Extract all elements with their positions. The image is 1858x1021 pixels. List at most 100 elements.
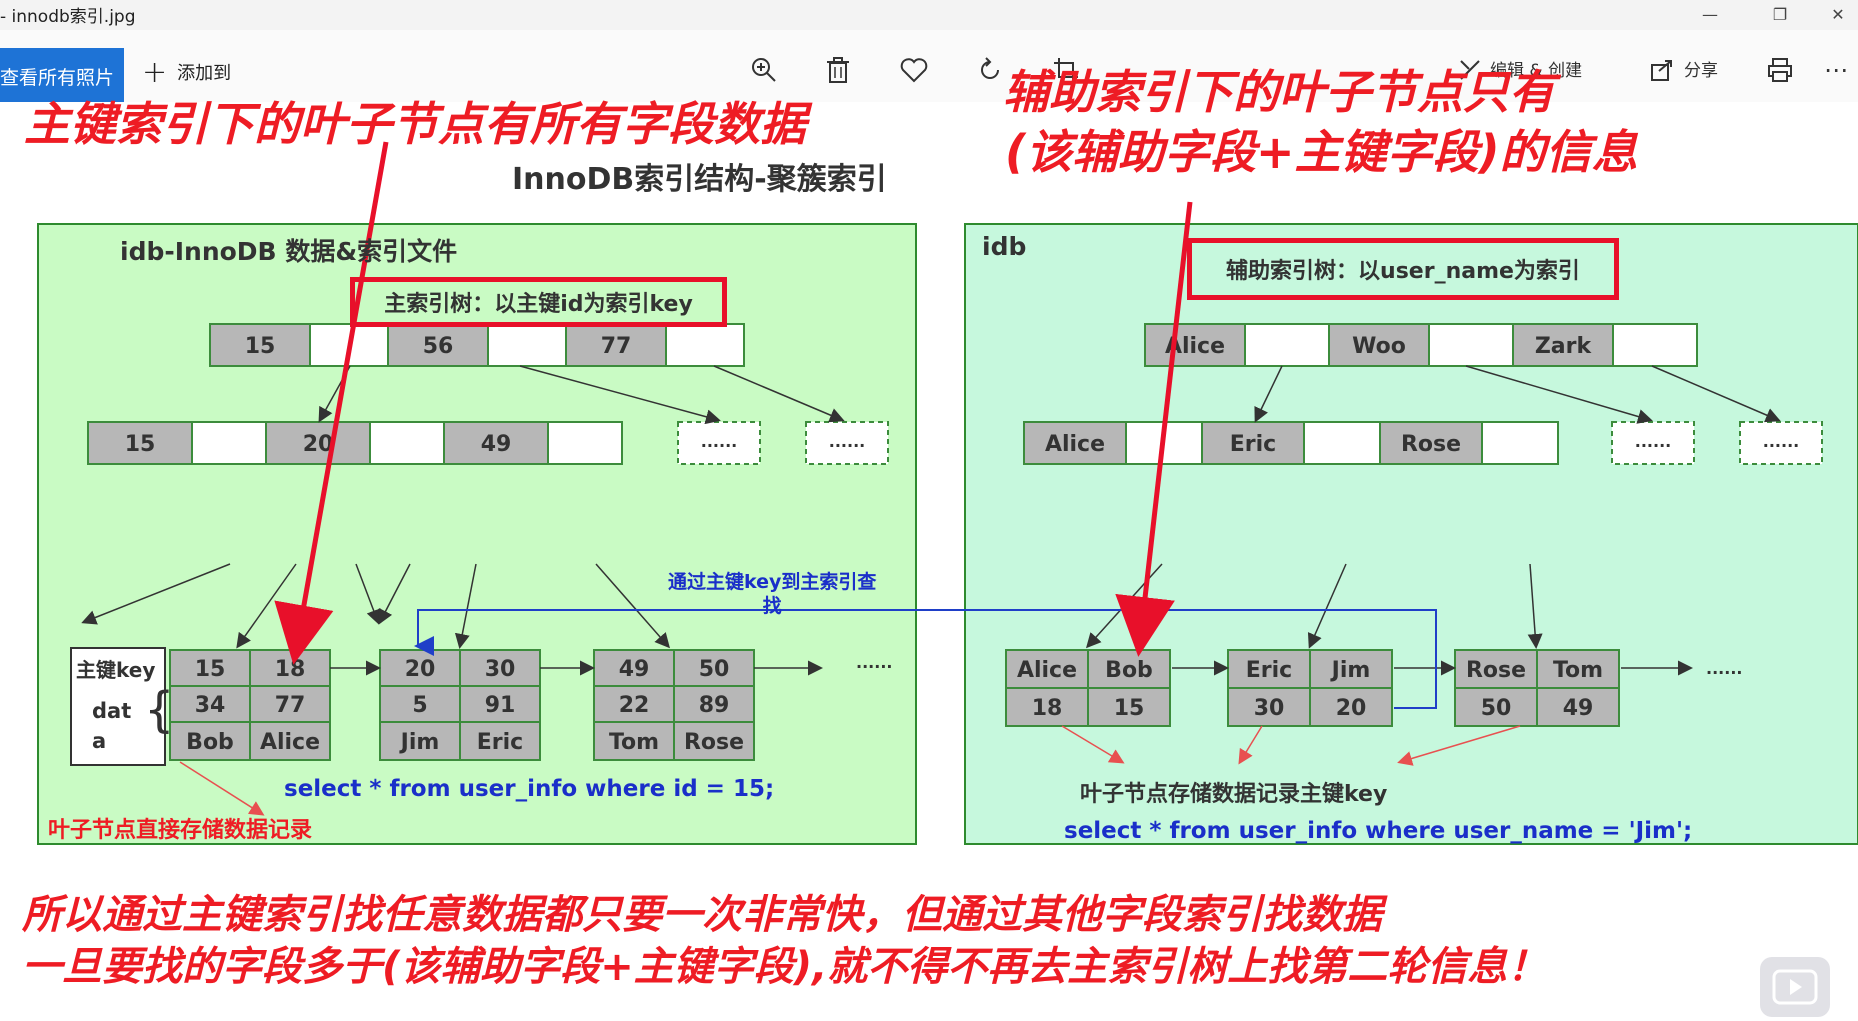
left-leaf-1-c1-1-text: 91 — [485, 693, 516, 718]
left-leaf-2-c1-1 — [673, 685, 755, 723]
right-leaf-1-id-0 — [1227, 687, 1311, 727]
delete-icon[interactable] — [820, 52, 856, 88]
annotation-top-right-1: 辅助索引下的叶子节点只有 — [1003, 65, 1555, 119]
right-note-arrow-1 — [1061, 725, 1125, 764]
left-leaf-2-id-0-text: 49 — [619, 657, 650, 682]
maximize-icon[interactable]: ❐ — [1772, 4, 1788, 24]
left-mid-key-2-text: 49 — [481, 432, 512, 457]
left-root-key-2-text: 77 — [601, 334, 632, 359]
left-mid-key-1-text: 20 — [303, 432, 334, 457]
right-leaf-2-id-0-text: 50 — [1481, 696, 1512, 721]
rotate-icon[interactable] — [972, 52, 1008, 88]
view-all-photos-button[interactable]: 查看所有照片 — [0, 48, 124, 104]
right-root-arrow-3 — [1651, 365, 1781, 423]
left-leaf-1-c1-1 — [459, 685, 541, 723]
plus-icon: + — [142, 54, 168, 90]
left-note-arrow — [179, 761, 265, 816]
edit-icon[interactable] — [1452, 52, 1488, 88]
right-root-key-2 — [1512, 323, 1614, 367]
right-leaf-1-name-0-text: Eric — [1246, 658, 1292, 683]
left-root-ptr-1 — [487, 323, 567, 367]
left-mid-arrow-4 — [378, 563, 411, 625]
right-leaf-0-name-0-text: Alice — [1017, 658, 1077, 683]
right-leaf-2-id-0 — [1454, 687, 1538, 727]
left-leaf-2-c1-0-text: 22 — [619, 693, 650, 718]
right-leaf-0-name-0 — [1005, 649, 1089, 689]
left-leaf-1-id-1-text: 30 — [485, 657, 516, 682]
left-leaf-2-c2-1 — [673, 721, 755, 761]
left-leaf-0-c2-0 — [169, 721, 251, 761]
zoom-in-icon[interactable] — [746, 52, 782, 88]
right-root-key-1-text: Woo — [1352, 334, 1406, 359]
right-leaf-2-name-0-text: Rose — [1466, 658, 1526, 683]
share-button[interactable]: 分享 — [1684, 61, 1718, 81]
share-icon[interactable] — [1644, 52, 1680, 88]
secondary-tree-label: 辅助索引树：以user_name为索引 — [1187, 238, 1619, 300]
left-mid-ellipsis-2-text: ...... — [829, 432, 865, 451]
left-leaf-0-id-0 — [169, 649, 251, 687]
crop-icon[interactable] — [1048, 52, 1084, 88]
annotation-top-right-2: (该辅助字段+主键字段)的信息 — [1005, 125, 1638, 179]
video-play-icon[interactable] — [1760, 957, 1830, 1017]
close-icon[interactable]: ✕ — [1831, 4, 1845, 24]
right-leaf-0-id-1-text: 15 — [1114, 696, 1145, 721]
leaf-header-box — [70, 647, 166, 766]
window-title: - innodb索引.jpg — [0, 7, 136, 27]
left-leaf-1-c1-0 — [379, 685, 461, 723]
right-note-arrow-3 — [1397, 725, 1521, 766]
right-root-key-0 — [1144, 323, 1246, 367]
right-mid-ptr-2 — [1481, 421, 1559, 465]
annotation-bottom-2: 一旦要找的字段多于(该辅助字段+主键字段),就不得不再去主索引树上找第二轮信息！ — [22, 944, 1548, 990]
right-root-key-2-text: Zark — [1535, 334, 1593, 359]
title-bar: - innodb索引.jpg — ❐ ✕ — [0, 0, 1858, 30]
left-mid-arrow-6 — [595, 563, 670, 649]
toolbar — [0, 30, 1858, 102]
right-leaf-ellipsis: ...... — [1706, 659, 1742, 678]
more-icon[interactable]: ⋯ — [1824, 56, 1848, 84]
left-mid-ptr-0 — [191, 421, 267, 465]
right-leaf-2-name-0 — [1454, 649, 1538, 689]
left-leaf-1-c1-0-text: 5 — [412, 693, 427, 718]
right-mid-arrow-3 — [1527, 563, 1543, 649]
primary-tree-label: 主索引树：以主键id为索引key — [350, 277, 727, 327]
right-mid-key-1-text: Eric — [1230, 432, 1276, 457]
left-leaf-0-c2-1-text: Alice — [260, 730, 320, 755]
right-root-ptr-2 — [1612, 323, 1698, 367]
left-mid-arrow-3 — [355, 563, 381, 625]
right-leaf-1-id-1-text: 20 — [1336, 696, 1367, 721]
right-mid-ellipsis-1 — [1611, 421, 1695, 465]
left-mid-ptr-2 — [547, 421, 623, 465]
left-leaf-0-id-0-text: 15 — [195, 657, 226, 682]
print-icon[interactable] — [1762, 52, 1798, 88]
right-leaf-2-name-1-text: Tom — [1553, 658, 1603, 683]
left-leaf-0-c1-1-text: 77 — [275, 693, 306, 718]
left-mid-key-0 — [87, 421, 193, 465]
left-leaf-2-c1-0 — [593, 685, 675, 723]
right-leaf-1-name-1-text: Jim — [1330, 658, 1371, 683]
left-leaf-2-id-1-text: 50 — [699, 657, 730, 682]
left-leaf-2-c1-1-text: 89 — [699, 693, 730, 718]
right-mid-ptr-1 — [1303, 421, 1381, 465]
right-leaf-0-id-1 — [1087, 687, 1171, 727]
minimize-icon[interactable]: — — [1702, 4, 1718, 24]
right-note-arrow-2 — [1238, 725, 1263, 765]
left-leaf-2-c2-0-text: Tom — [609, 730, 659, 755]
left-root-arrow-2 — [519, 365, 721, 425]
left-leaf-0-id-1-text: 18 — [275, 657, 306, 682]
add-to-button[interactable]: + 添加到 — [142, 52, 231, 92]
edit-create-button[interactable]: 编辑 & 创建 — [1490, 61, 1583, 81]
left-mid-arrow-5 — [454, 563, 477, 649]
left-root-key-0-text: 15 — [245, 334, 276, 359]
left-panel-title: idb-InnoDB 数据&索引文件 — [120, 237, 458, 266]
left-mid-ellipsis-2 — [805, 421, 889, 465]
left-root-key-1-text: 56 — [423, 334, 454, 359]
right-root-ptr-1 — [1428, 323, 1514, 367]
right-root-arrow-2 — [1465, 365, 1653, 424]
right-leaf-note: 叶子节点存储数据记录主键key — [1080, 782, 1388, 807]
left-mid-key-2 — [443, 421, 549, 465]
right-mid-ellipsis-2 — [1739, 421, 1823, 465]
heart-icon[interactable] — [896, 52, 932, 88]
right-mid-ellipsis-2-text: ...... — [1763, 432, 1799, 451]
lookup-note: 通过主键key到主索引查 找 — [668, 571, 877, 617]
